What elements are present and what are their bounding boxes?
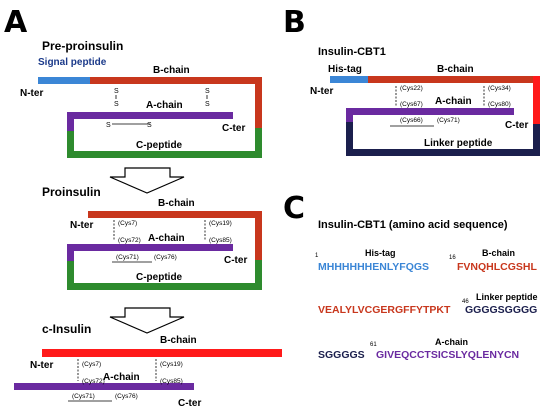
pp-s5: S [106, 122, 111, 129]
panel-a-label: A [4, 5, 28, 40]
arrow-down-2 [109, 307, 185, 334]
ci-nter: N-ter [30, 360, 53, 371]
cbt1-linker-left [346, 120, 353, 156]
pi-achain-left [67, 246, 74, 261]
cbt1-achain-label: A-chain [435, 96, 472, 107]
cbt1-cys-labels: (Cys22) (Cys34) (Cys67) (Cys80) (Cys66) … [390, 85, 511, 127]
cbt1-cys67: (Cys67) [400, 101, 423, 108]
pre-proinsulin-title: Pre-proinsulin [42, 39, 123, 53]
seq-b-num: 16 [449, 255, 456, 261]
pi-achain-label: A-chain [148, 233, 185, 244]
sequence-title: Insulin-CBT1 (amino acid sequence) [318, 219, 508, 231]
cbt1-cys71: (Cys71) [437, 117, 460, 124]
cbt1-linker-right [533, 124, 540, 156]
pp-nter: N-ter [20, 88, 43, 99]
proinsulin-title: Proinsulin [42, 185, 101, 199]
ci-cys-labels: (Cys7) (Cys19) (Cys72) (Cys85) (Cys71) (… [68, 359, 183, 402]
pp-cpep-left [67, 128, 74, 158]
pp-bchain-label: B-chain [153, 65, 190, 76]
ci-achain-bar [14, 383, 194, 390]
pp-achain-left [67, 115, 74, 131]
seq-a-label: A-chain [435, 337, 468, 347]
ci-cys76: (Cys76) [115, 393, 138, 400]
ci-cter: C-ter [178, 398, 201, 409]
cbt1-linker-bottom [346, 149, 540, 156]
cbt1-cys66: (Cys66) [400, 117, 423, 124]
pp-cpep-bottom [67, 151, 262, 158]
cbt1-linker-label: Linker peptide [424, 138, 493, 149]
seq-l-label: Linker peptide [476, 292, 538, 302]
seq-l2: SGGGGS [318, 349, 365, 361]
ci-cys71: (Cys71) [72, 393, 95, 400]
pi-cpep-left [67, 258, 74, 290]
cbt1-histag-bar [330, 76, 368, 83]
pi-cpep-right [255, 260, 262, 290]
pp-cpeptide-label: C-peptide [136, 140, 183, 151]
ci-cys7: (Cys7) [82, 361, 101, 368]
cbt1-bchain-bar [368, 76, 540, 83]
pi-cpeptide-label: C-peptide [136, 272, 183, 283]
cbt1-bchain-right [533, 76, 540, 126]
seq-a-num: 61 [370, 342, 377, 348]
pi-cys19: (Cys19) [209, 220, 232, 227]
pi-cys-labels: (Cys7) (Cys19) (Cys72) (Cys85) (Cys71) (… [112, 220, 232, 263]
pi-cys71: (Cys71) [116, 254, 139, 261]
pp-s3: S [205, 88, 210, 95]
cbt1-cys34: (Cys34) [488, 85, 511, 92]
pp-s2: S [114, 101, 119, 108]
pi-cter: C-ter [224, 255, 247, 266]
signal-peptide-bar [38, 77, 90, 84]
seq-a: GIVEQCCTSICSLYQLENYCN [376, 349, 519, 361]
pi-bchain-right [255, 211, 262, 263]
pp-bchain-bar [90, 77, 262, 84]
pi-nter: N-ter [70, 220, 93, 231]
pi-achain-bar [67, 244, 233, 251]
seq-b1: FVNQHLCGSHL [457, 261, 538, 273]
pp-s6: S [147, 122, 152, 129]
pp-cter: C-ter [222, 123, 245, 134]
pp-bchain-right [255, 77, 262, 132]
pi-bchain-label: B-chain [158, 198, 195, 209]
cbt1-cter: C-ter [505, 120, 528, 131]
ci-cys85: (Cys85) [160, 378, 183, 385]
pp-s1: S [114, 88, 119, 95]
pi-cys7: (Cys7) [118, 220, 137, 227]
cbt1-cys80: (Cys80) [488, 101, 511, 108]
pp-s4: S [205, 101, 210, 108]
cbt1-nter: N-ter [310, 86, 333, 97]
c-insulin-title: c-Insulin [42, 322, 91, 336]
seq-l-num: 46 [462, 299, 469, 305]
ci-cys72: (Cys72) [82, 378, 105, 385]
panel-c-label: C [283, 191, 305, 226]
seq-his-label: His-tag [365, 248, 396, 258]
ci-bchain-label: B-chain [160, 335, 197, 346]
cbt1-bchain-label: B-chain [437, 64, 474, 75]
seq-his: MHHHHHHENLYFQGS [318, 261, 429, 273]
ci-cys19: (Cys19) [160, 361, 183, 368]
cbt1-histag-label: His-tag [328, 64, 362, 75]
pi-cys85: (Cys85) [209, 237, 232, 244]
panel-b-label: B [283, 5, 306, 40]
cbt1-achain-left [346, 110, 353, 122]
seq-b-label: B-chain [482, 248, 515, 258]
seq-his-num: 1 [315, 253, 319, 259]
ci-bchain-bar [42, 349, 282, 357]
cbt1-achain-bar [346, 108, 514, 115]
pi-bchain-bar [88, 211, 262, 218]
cbt1-cys22: (Cys22) [400, 85, 423, 92]
cbt1-title: Insulin-CBT1 [318, 46, 386, 58]
signal-label: Signal peptide [38, 57, 107, 68]
arrow-down-1 [109, 167, 185, 194]
ci-achain-label: A-chain [103, 372, 140, 383]
pi-cpep-bottom [67, 283, 262, 290]
seq-l1: GGGGSGGGG [465, 304, 537, 316]
pp-cpep-right [255, 128, 262, 158]
pp-achain-label: A-chain [146, 100, 183, 111]
pi-cys76: (Cys76) [154, 254, 177, 261]
pp-achain-bar [67, 112, 233, 119]
seq-b2: VEALYLVCGERGFFYTPKT [318, 304, 451, 316]
pp-disulfide-bonds: S S S S S S [106, 88, 210, 129]
pi-cys72: (Cys72) [118, 237, 141, 244]
